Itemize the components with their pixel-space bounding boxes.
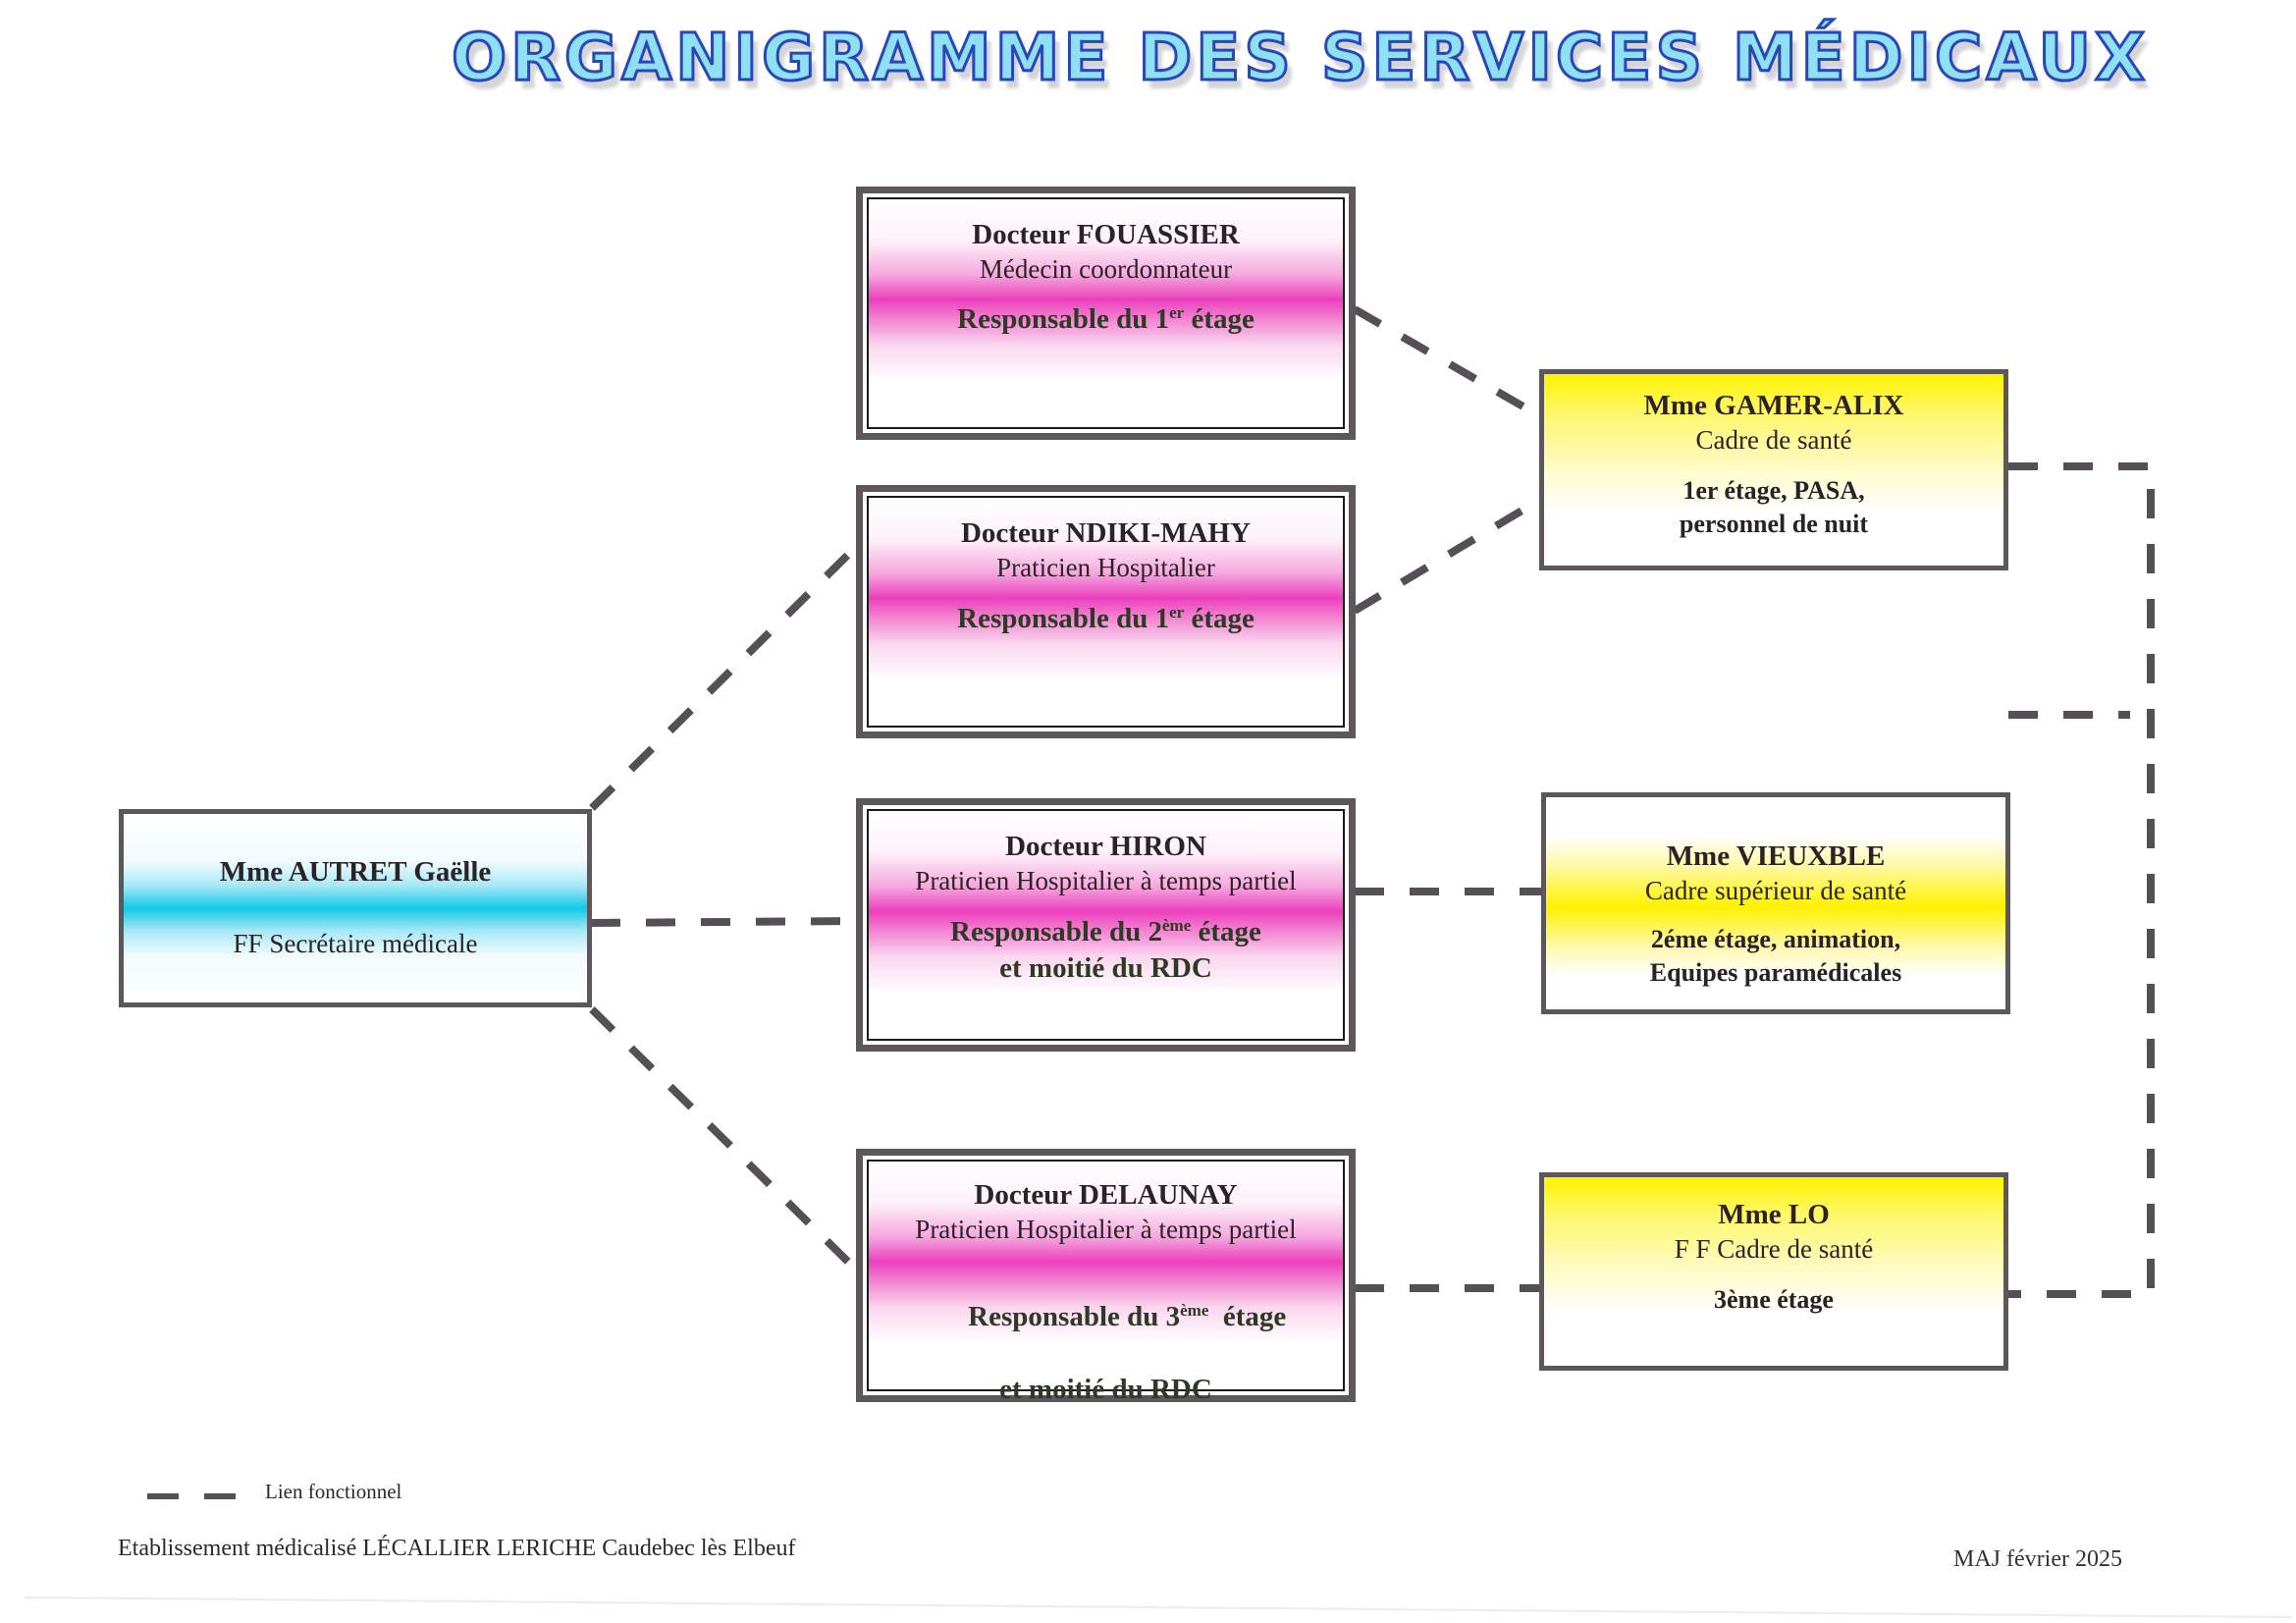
doctor-responsibility-line2: et moitié du RDC xyxy=(999,1374,1212,1405)
doctor-name: Docteur FOUASSIER xyxy=(972,219,1240,250)
doctor-responsibility: Responsable du 3ème étage xyxy=(869,1263,1343,1372)
resp-sup: ème xyxy=(1180,1301,1209,1320)
link-fouassier-gamer xyxy=(1353,305,1535,416)
cadre-zone: 1er étage, PASA, xyxy=(1682,476,1865,505)
doctor-role: Praticien Hospitalier xyxy=(996,553,1215,582)
page-title: ORGANIGRAMME DES SERVICES MÉDICAUX xyxy=(451,19,2150,97)
doctor-name: Docteur HIRON xyxy=(1005,831,1206,862)
doctor-box-delaunay[interactable]: Docteur DELAUNAY Praticien Hospitalier à… xyxy=(856,1149,1356,1405)
cadre-name: Mme VIEUXBLE xyxy=(1666,840,1886,872)
resp-sup: ème xyxy=(1162,916,1192,935)
cadre-box-gamer-alix[interactable]: Mme GAMER-ALIX Cadre de santé 1er étage,… xyxy=(1539,369,2008,570)
resp-text: Responsable du 2 xyxy=(950,916,1163,947)
cadre-box-vieuxble[interactable]: Mme VIEUXBLE Cadre supérieur de santé 2é… xyxy=(1541,792,2010,1014)
doctor-responsibility-line2: et moitié du RDC xyxy=(999,952,1212,984)
cadre-role: Cadre de santé xyxy=(1695,425,1852,455)
resp-text-end: étage xyxy=(1184,603,1255,634)
secretary-box[interactable]: Mme AUTRET Gaëlle FF Secrétaire médicale xyxy=(119,809,592,1007)
doctor-responsibility: Responsable du 2ème étage xyxy=(869,914,1343,950)
doctor-name: Docteur DELAUNAY xyxy=(974,1179,1238,1211)
cadre-name: Mme LO xyxy=(1718,1199,1830,1230)
cadre-role: Cadre supérieur de santé xyxy=(1644,876,1907,905)
footer-updated: MAJ février 2025 xyxy=(1953,1546,2122,1572)
secretary-name: Mme AUTRET Gaëlle xyxy=(219,856,492,888)
cadre-box-lo[interactable]: Mme LO F F Cadre de santé 3ème étage xyxy=(1539,1172,2008,1371)
link-secretary-hiron xyxy=(590,917,855,927)
doctor-role: Praticien Hospitalier à temps partiel xyxy=(915,1215,1297,1244)
doctor-box-ndiki-mahy[interactable]: Docteur NDIKI-MAHY Praticien Hospitalier… xyxy=(856,485,1356,738)
resp-sup: er xyxy=(1169,303,1185,322)
cadre-zone-line2: personnel de nuit xyxy=(1679,510,1869,538)
doctor-role: Médecin coordonnateur xyxy=(979,254,1233,284)
link-gamer-bracket xyxy=(2008,462,2155,1298)
doctor-box-hiron[interactable]: Docteur HIRON Praticien Hospitalier à te… xyxy=(856,798,1356,1052)
link-secretary-delaunay xyxy=(589,1006,859,1272)
link-secretary-ndiki xyxy=(589,544,859,811)
doctor-responsibility: Responsable du 1er étage xyxy=(869,301,1343,338)
resp-text: Responsable du 1 xyxy=(957,303,1170,335)
doctor-name: Docteur NDIKI-MAHY xyxy=(960,517,1252,549)
secretary-role: FF Secrétaire médicale xyxy=(233,929,478,958)
doctor-role: Praticien Hospitalier à temps partiel xyxy=(915,866,1297,895)
legend-label: Lien fonctionnel xyxy=(265,1480,402,1503)
cadre-name: Mme GAMER-ALIX xyxy=(1643,390,1904,421)
resp-text: Responsable du 3 xyxy=(968,1301,1181,1332)
resp-text: Responsable du 1 xyxy=(957,603,1170,634)
link-ndiki-gamer xyxy=(1352,500,1536,615)
legend-dash-icon xyxy=(204,1493,236,1499)
resp-text-end: étage xyxy=(1208,1301,1287,1332)
resp-text-end: étage xyxy=(1184,303,1255,335)
cadre-zone-line2: Equipes paramédicales xyxy=(1649,958,1902,987)
cadre-zone: 3ème étage xyxy=(1714,1285,1834,1314)
resp-text-end: étage xyxy=(1191,916,1261,947)
resp-sup: er xyxy=(1169,603,1185,622)
cadre-role: F F Cadre de santé xyxy=(1674,1234,1874,1264)
doctor-box-fouassier[interactable]: Docteur FOUASSIER Médecin coordonnateur … xyxy=(856,187,1356,440)
doctor-responsibility: Responsable du 1er étage xyxy=(869,601,1343,637)
footer-establishment: Etablissement médicalisé LÉCALLIER LERIC… xyxy=(118,1536,796,1561)
cadre-zone: 2éme étage, animation, xyxy=(1650,925,1901,953)
legend-dash-icon xyxy=(147,1493,179,1499)
